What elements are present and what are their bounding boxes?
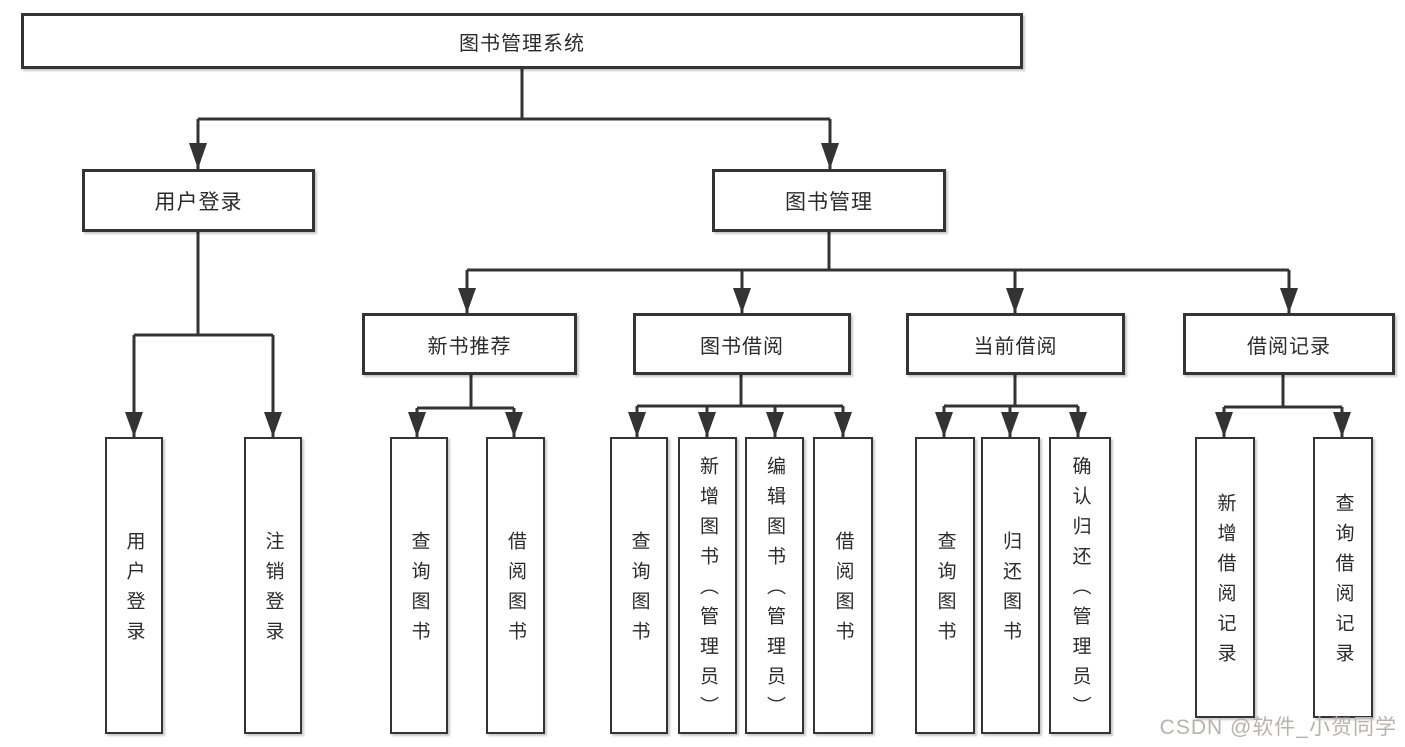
node-book-management: 图书管理 <box>712 169 946 232</box>
leaf-label: 用户登录 <box>123 531 145 651</box>
leaf-edit-books-admin: 编辑图书（管理员） <box>745 437 804 734</box>
arrowhead <box>408 412 426 437</box>
connector-bookmgmt-to-level3 <box>465 232 1291 313</box>
node-current-borrow: 当前借阅 <box>906 313 1125 375</box>
leaf-borrow-books-recommend: 借阅图书 <box>486 437 545 734</box>
connector-userlogin-to-leaves <box>132 232 275 437</box>
leaf-label: 查询图书 <box>628 531 650 651</box>
arrowhead <box>125 412 143 437</box>
leaf-query-books-borrow: 查询图书 <box>610 437 668 734</box>
leaf-query-books-recommend: 查询图书 <box>390 437 448 734</box>
node-label: 当前借阅 <box>973 335 1058 358</box>
leaf-borrow-books: 借阅图书 <box>813 437 873 734</box>
leaf-label: 查询图书 <box>934 531 956 651</box>
leaf-label: 查询图书 <box>408 531 430 651</box>
leaf-label: 查询借阅记录 <box>1332 493 1354 673</box>
arrowhead <box>458 288 476 313</box>
arrowhead <box>1280 288 1298 313</box>
node-label: 图书管理 <box>785 190 873 214</box>
connector-records-to-leaves <box>1222 375 1344 437</box>
csdn-watermark: CSDN @软件_小贺同学 <box>1159 716 1397 739</box>
arrowhead <box>766 412 784 437</box>
node-label: 新书推荐 <box>427 335 512 358</box>
leaf-user-login: 用户登录 <box>105 437 163 734</box>
arrowhead <box>264 412 282 437</box>
leaf-add-borrow-record: 新增借阅记录 <box>1195 437 1255 718</box>
leaf-label: 注销登录 <box>262 531 284 651</box>
arrowhead <box>733 288 751 313</box>
connector-root-to-level2 <box>196 69 832 169</box>
leaf-add-books-admin: 新增图书（管理员） <box>678 437 737 734</box>
leaf-label: 确认归还（管理员） <box>1069 456 1091 726</box>
leaf-return-books: 归还图书 <box>981 437 1040 734</box>
arrowhead <box>628 412 646 437</box>
leaf-label: 归还图书 <box>1000 531 1021 651</box>
node-root-label: 图书管理系统 <box>459 32 585 55</box>
leaf-label: 编辑图书（管理员） <box>764 456 785 726</box>
leaf-confirm-return-admin: 确认归还（管理员） <box>1049 437 1111 734</box>
leaf-label: 借阅图书 <box>832 531 854 651</box>
leaf-label: 新增借阅记录 <box>1214 493 1236 673</box>
arrowhead <box>1001 412 1019 437</box>
arrowhead <box>821 143 839 169</box>
node-user-login-branch: 用户登录 <box>82 169 315 232</box>
arrowhead <box>1215 412 1233 437</box>
arrowhead <box>935 412 953 437</box>
leaf-label: 借阅图书 <box>505 531 526 651</box>
arrowhead <box>1333 412 1351 437</box>
connector-recommend-to-leaves <box>415 375 516 437</box>
node-book-borrow: 图书借阅 <box>633 313 851 375</box>
node-new-book-recommend: 新书推荐 <box>362 313 577 375</box>
leaf-query-books-current: 查询图书 <box>915 437 975 734</box>
node-borrow-records: 借阅记录 <box>1183 313 1395 375</box>
arrowhead <box>189 143 207 169</box>
node-root: 图书管理系统 <box>21 13 1023 69</box>
node-label: 图书借阅 <box>700 335 784 358</box>
leaf-query-borrow-record: 查询借阅记录 <box>1313 437 1373 718</box>
node-label: 借阅记录 <box>1247 335 1331 358</box>
arrowhead <box>1006 288 1024 313</box>
connector-borrow-to-leaves <box>635 375 845 437</box>
arrowhead <box>505 412 523 437</box>
arrowhead <box>834 412 852 437</box>
arrowheads <box>125 143 1351 437</box>
arrowhead <box>698 412 716 437</box>
leaf-logout: 注销登录 <box>244 437 302 734</box>
leaf-label: 新增图书（管理员） <box>697 456 718 726</box>
arrowhead <box>1069 412 1087 437</box>
node-label: 用户登录 <box>154 190 243 214</box>
